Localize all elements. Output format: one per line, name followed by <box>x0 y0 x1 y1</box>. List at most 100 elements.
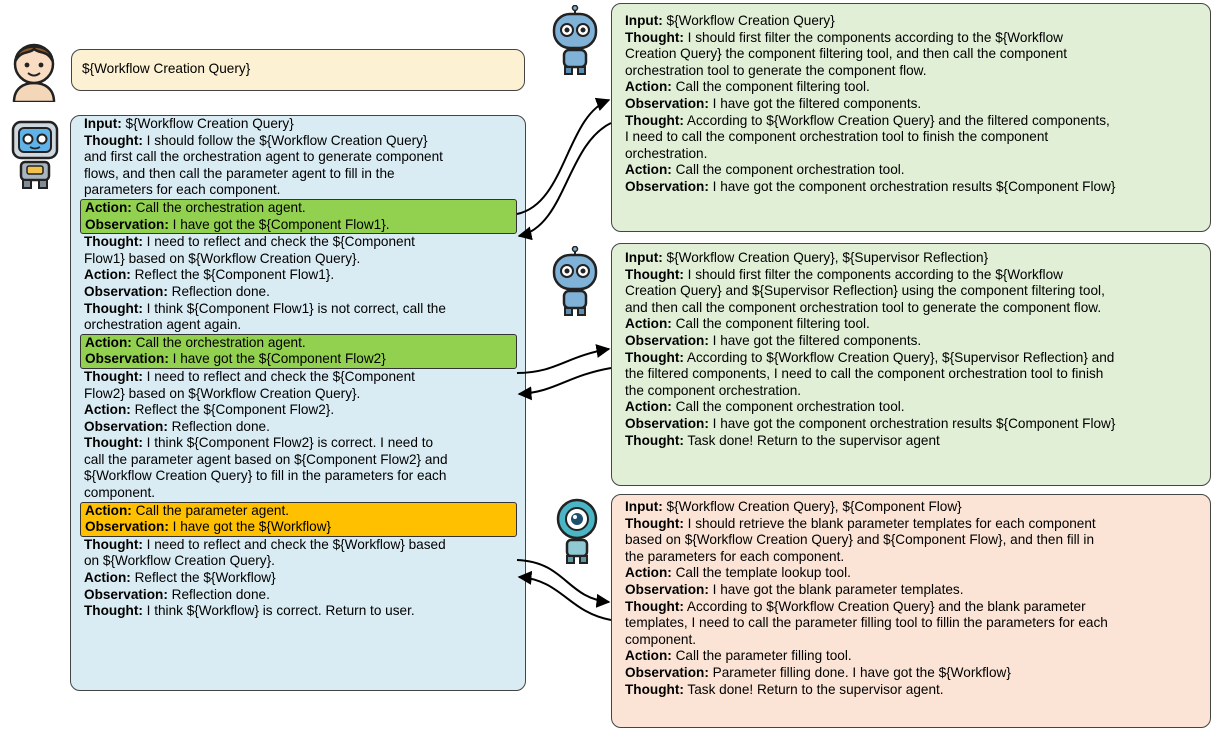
orchestration-agent-box-2: Input: ${Workflow Creation Query}, ${Sup… <box>611 243 1211 486</box>
step-text: Creation Query} the component filtering … <box>625 46 1068 62</box>
step-text: Call the component orchestration tool. <box>671 162 905 178</box>
orchestration-call-2: Action: Call the orchestration agent.Obs… <box>80 333 517 369</box>
step-text: I need to reflect and check the ${Compon… <box>142 234 415 250</box>
step-text: the component orchestration. <box>625 382 802 398</box>
step-label: Thought: <box>625 598 684 614</box>
step-text: component. <box>625 631 697 647</box>
step-label: Thought: <box>84 234 143 250</box>
parameter-lines: Input: ${Workflow Creation Query}, ${Com… <box>625 499 1197 698</box>
step-label: Thought: <box>625 29 684 45</box>
text-line: Thought: I should first filter the compo… <box>625 30 1197 47</box>
arrow-from-parameter <box>517 570 612 621</box>
step-label: Action: <box>625 565 672 581</box>
step-text: I have got the filtered components. <box>708 95 922 111</box>
text-line: and then call the component orchestratio… <box>625 300 1197 317</box>
text-line: Thought: I think ${Component Flow1} is n… <box>84 301 513 318</box>
step-text: ${Workflow Creation Query}, ${Component … <box>662 499 962 514</box>
step-text: ${Workflow Creation Query} <box>662 13 835 28</box>
step-label: Observation: <box>625 664 709 680</box>
step-label: Input: <box>625 499 663 514</box>
text-line: orchestration. <box>625 146 1197 163</box>
step-text: I have got the ${Workflow} <box>168 519 332 535</box>
step-text: Call the orchestration agent. <box>131 334 306 350</box>
text-line: Input: ${Workflow Creation Query}, ${Sup… <box>625 250 1197 267</box>
text-line: Action: Call the orchestration agent. <box>85 335 512 352</box>
parameter-call: Action: Call the parameter agent.Observa… <box>80 501 517 537</box>
text-line: and first call the orchestration agent t… <box>84 149 513 166</box>
step-text: the parameters for each component. <box>625 548 845 564</box>
step-label: Action: <box>85 502 132 518</box>
workflow-query-box: ${Workflow Creation Query} <box>71 49 525 91</box>
step-text: based on ${Workflow Creation Query} and … <box>625 532 1095 548</box>
step-label: Observation: <box>625 415 709 431</box>
step-label: Thought: <box>625 515 684 531</box>
step-text: orchestration. <box>625 145 708 161</box>
step-text: ${Workflow Creation Query} to fill in th… <box>84 468 447 484</box>
text-line: Thought: According to ${Workflow Creatio… <box>625 599 1197 616</box>
step-label: Action: <box>85 334 132 350</box>
text-line: Thought: I should first filter the compo… <box>625 267 1197 284</box>
text-line: Input: ${Workflow Creation Query}, ${Com… <box>625 499 1197 516</box>
arrow-to-parameter <box>516 559 611 608</box>
text-line: Thought: I think ${Component Flow2} is c… <box>84 435 513 452</box>
step-text: According to ${Workflow Creation Query} … <box>683 112 1110 128</box>
orchestration-1-lines: Input: ${Workflow Creation Query}Thought… <box>625 13 1197 196</box>
step-text: Task done! Return to the supervisor agen… <box>683 681 944 697</box>
step-label: Thought: <box>625 681 684 697</box>
text-line: Action: Call the orchestration agent. <box>85 200 512 217</box>
text-line: based on ${Workflow Creation Query} and … <box>625 532 1197 549</box>
text-line: Action: Call the parameter agent. <box>85 503 512 520</box>
text-line: orchestration tool to generate the compo… <box>625 63 1197 80</box>
step-label: Action: <box>84 402 131 418</box>
step-label: Input: <box>84 116 122 131</box>
supervisor-agent-box: Input: ${Workflow Creation Query}Thought… <box>70 115 526 691</box>
step-text: Call the template lookup tool. <box>671 565 851 581</box>
step-text: parameters for each component. <box>84 182 281 198</box>
step-text: I should first filter the components acc… <box>683 266 1063 282</box>
step-text: Call the component orchestration tool. <box>671 399 905 415</box>
text-line: Flow1} based on ${Workflow Creation Quer… <box>84 251 513 268</box>
step-text: Call the parameter agent. <box>131 502 289 518</box>
text-line: Action: Call the template lookup tool. <box>625 565 1197 582</box>
text-line: Thought: I need to reflect and check the… <box>84 369 513 386</box>
text-line: Thought: I should retrieve the blank par… <box>625 516 1197 533</box>
supervisor-reflection-1: Thought: I need to reflect and check the… <box>84 234 513 334</box>
step-label: Input: <box>625 13 663 28</box>
step-label: Thought: <box>84 132 143 148</box>
step-label: Observation: <box>84 418 168 434</box>
text-line: Thought: I think ${Workflow} is correct.… <box>84 603 513 620</box>
step-label: Observation: <box>85 519 169 535</box>
text-line: Thought: I need to reflect and check the… <box>84 537 513 554</box>
text-line: component. <box>84 485 513 502</box>
step-text: I have got the ${Component Flow1}. <box>168 216 390 232</box>
text-line: Observation: Reflection done. <box>84 587 513 604</box>
step-label: Observation: <box>85 351 169 367</box>
step-text: Creation Query} and ${Supervisor Reflect… <box>625 283 1105 299</box>
text-line: Observation: I have got the filtered com… <box>625 96 1197 113</box>
step-text: I have got the component orchestration r… <box>708 178 1116 194</box>
step-text: Reflect the ${Workflow} <box>130 570 276 586</box>
arrow-from-orchestration-2 <box>517 367 612 401</box>
step-text: I need to call the component orchestrati… <box>625 129 1049 145</box>
arrow-to-orchestration-2 <box>516 344 611 374</box>
supervisor-intro: Input: ${Workflow Creation Query}Thought… <box>84 116 513 199</box>
step-text: orchestration agent again. <box>84 317 242 333</box>
step-label: Action: <box>625 162 672 178</box>
orchestration-2-lines: Input: ${Workflow Creation Query}, ${Sup… <box>625 250 1197 449</box>
text-line: the component orchestration. <box>625 383 1197 400</box>
text-line: Thought: I should follow the ${Workflow … <box>84 133 513 150</box>
supervisor-robot-icon <box>11 120 59 189</box>
text-line: Observation: I have got the blank parame… <box>625 582 1197 599</box>
step-text: Parameter filling done. I have got the $… <box>708 664 1011 680</box>
step-text: I think ${Component Flow1} is not correc… <box>142 300 446 316</box>
text-line: Observation: Reflection done. <box>84 284 513 301</box>
text-line: Flow2} based on ${Workflow Creation Quer… <box>84 386 513 403</box>
arrow-to-orchestration-1 <box>516 97 611 215</box>
step-label: Action: <box>625 316 672 332</box>
text-line: Input: ${Workflow Creation Query} <box>84 116 513 133</box>
step-label: Thought: <box>84 300 143 316</box>
step-text: I think ${Workflow} is correct. Return t… <box>142 603 415 619</box>
text-line: the filtered components, I need to call … <box>625 366 1197 383</box>
step-text: the filtered components, I need to call … <box>625 366 1104 382</box>
parameter-robot-icon <box>556 498 598 564</box>
